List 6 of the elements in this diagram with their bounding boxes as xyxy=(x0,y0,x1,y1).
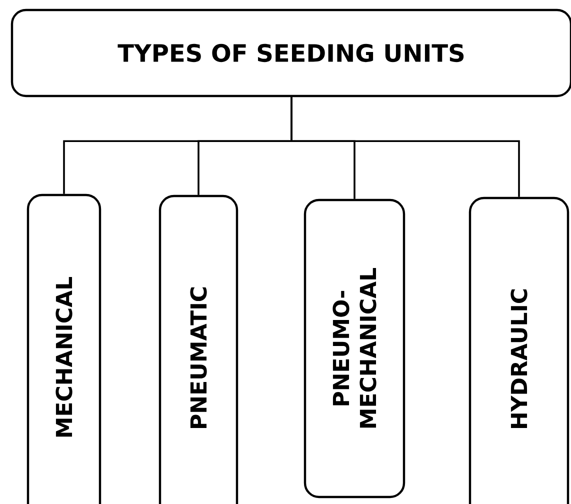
title-box: TYPES OF SEEDING UNITS xyxy=(10,8,571,98)
category-box: PNEUMATIC xyxy=(158,194,238,504)
connector-line xyxy=(290,97,520,197)
category-box: MECHANICAL xyxy=(26,194,102,504)
category-box: HYDRAULIC xyxy=(468,196,570,504)
category-box: PNEUMO- MECHANICAL xyxy=(304,198,406,498)
